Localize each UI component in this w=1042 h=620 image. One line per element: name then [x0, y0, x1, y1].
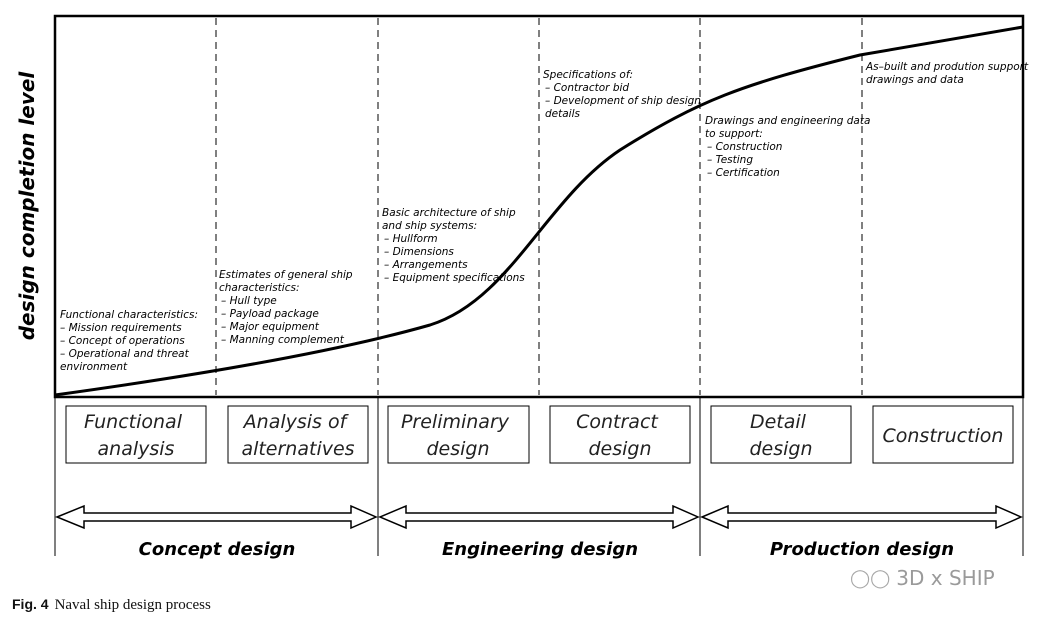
group-label-concept-design: Concept design: [139, 539, 296, 560]
phase-label-line: Functional: [84, 411, 183, 433]
phase-label-preliminary-design: Preliminary design: [401, 411, 515, 460]
group-label-engineering-design: Engineering design: [442, 539, 638, 560]
phase-label-line: design: [588, 438, 651, 460]
note-line: – Operational and threat: [60, 348, 190, 360]
group-label-production-design: Production design: [770, 539, 954, 560]
production-design-arrow: [700, 504, 1023, 530]
phase-label-line: Detail: [750, 411, 807, 433]
note-line: – Equipment specifications: [384, 272, 525, 284]
note-alternatives: Estimates of general ship characteristic…: [219, 269, 356, 346]
note-line: – Construction: [707, 141, 782, 153]
note-line: – Mission requirements: [60, 322, 182, 334]
note-line: – Major equipment: [221, 321, 320, 333]
watermark: ◯◯ 3D x SHIP: [850, 566, 995, 590]
phase-boxes: [65, 405, 1014, 464]
note-line: Estimates of general ship: [219, 269, 353, 281]
y-axis-label: design completion level: [15, 71, 39, 341]
note-line: and ship systems:: [382, 220, 477, 232]
phase-box-analysis-of-alternatives: [227, 405, 369, 464]
note-line: Functional characteristics:: [60, 309, 198, 321]
phase-dividers: [215, 18, 863, 395]
phase-label-line: analysis: [98, 438, 175, 460]
note-functional: Functional characteristics: – Mission re…: [60, 309, 201, 373]
note-contract: Specifications of: – Contractor bid – De…: [543, 69, 704, 120]
figure-number: Fig. 4: [12, 596, 49, 612]
phase-box-functional-analysis: [65, 405, 207, 464]
phase-label-line: design: [749, 438, 812, 460]
note-line: – Payload package: [221, 308, 319, 320]
note-line: – Certification: [707, 167, 780, 179]
phase-box-preliminary-design: [387, 405, 530, 464]
note-line: details: [545, 108, 581, 120]
phase-label-analysis-of-alternatives: Analysis of alternatives: [241, 411, 354, 460]
phase-label-line: alternatives: [241, 438, 354, 460]
note-line: – Contractor bid: [545, 82, 629, 94]
note-line: to support:: [705, 128, 763, 140]
watermark-text: 3D x SHIP: [896, 566, 995, 590]
note-line: Drawings and engineering data: [705, 115, 870, 127]
note-line: environment: [60, 361, 128, 373]
phase-label-line: Contract: [576, 411, 659, 433]
note-line: – Arrangements: [384, 259, 468, 271]
note-line: characteristics:: [219, 282, 299, 294]
note-line: Basic architecture of ship: [382, 207, 516, 219]
note-construction: As–built and prodution support drawings …: [865, 61, 1031, 86]
phase-label-detail-design: Detail design: [749, 411, 812, 460]
phase-label-line: Preliminary: [401, 411, 510, 433]
note-line: – Manning complement: [221, 334, 345, 346]
concept-design-arrow: [55, 504, 378, 530]
design-completion-curve: [54, 25, 1024, 397]
engineering-design-arrow: [378, 504, 700, 530]
chart-frame: [53, 14, 1025, 399]
group-arrows: [55, 504, 1023, 530]
figure-caption: Fig. 4 Naval ship design process: [12, 596, 211, 614]
phase-label-functional-analysis: Functional analysis: [84, 411, 188, 460]
note-line: – Hullform: [384, 233, 438, 245]
phase-label-line: Analysis of: [242, 411, 350, 433]
note-line: – Development of ship design: [545, 95, 701, 107]
phase-label-construction: Construction: [883, 425, 1004, 447]
note-line: drawings and data: [866, 74, 964, 86]
phase-box-construction: [872, 405, 1014, 464]
phase-box-contract-design: [549, 405, 691, 464]
group-boundaries: [54, 397, 1024, 556]
phase-box-detail-design: [710, 405, 852, 464]
note-line: – Hull type: [221, 295, 277, 307]
note-line: – Testing: [707, 154, 753, 166]
phase-label-line: Construction: [883, 425, 1004, 447]
note-detail: Drawings and engineering data to support…: [705, 115, 874, 179]
note-line: As–built and prodution support: [865, 61, 1029, 73]
note-line: Specifications of:: [543, 69, 633, 81]
wechat-icon: ◯◯: [850, 567, 891, 589]
phase-label-contract-design: Contract design: [576, 411, 664, 460]
note-preliminary: Basic architecture of ship and ship syst…: [382, 207, 525, 284]
note-line: – Concept of operations: [60, 335, 185, 347]
phase-label-line: design: [426, 438, 489, 460]
caption-text: Naval ship design process: [54, 597, 211, 613]
note-line: – Dimensions: [384, 246, 454, 258]
